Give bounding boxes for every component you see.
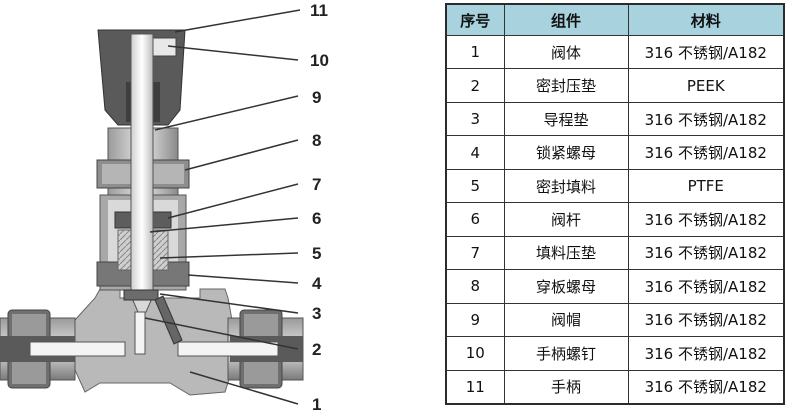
row-component: 密封压垫 xyxy=(503,68,629,103)
header-material: 材料 xyxy=(627,3,785,36)
row-component: 手柄 xyxy=(503,369,629,405)
row-component: 锁紧螺母 xyxy=(503,135,629,170)
stem xyxy=(130,33,154,313)
row-material: 316 不锈钢/A182 xyxy=(627,235,785,271)
header-index: 序号 xyxy=(445,3,505,36)
row-component: 阀杆 xyxy=(503,202,629,237)
callout-labels: 11 10 9 8 7 6 5 4 3 2 1 xyxy=(310,1,329,411)
header-component: 组件 xyxy=(503,3,629,36)
row-index: 10 xyxy=(445,336,505,371)
callout-9: 9 xyxy=(312,88,321,107)
row-index: 9 xyxy=(445,302,505,338)
row-index: 2 xyxy=(445,68,505,103)
right-tube-fitting xyxy=(177,309,304,389)
callout-5: 5 xyxy=(312,244,321,263)
row-index: 1 xyxy=(445,34,505,70)
row-component: 阀帽 xyxy=(503,302,629,338)
callout-4: 4 xyxy=(312,274,322,293)
row-component: 密封填料 xyxy=(503,168,629,204)
row-component: 导程垫 xyxy=(503,101,629,137)
callout-11: 11 xyxy=(310,1,328,20)
row-index: 3 xyxy=(445,101,505,137)
callout-1: 1 xyxy=(312,395,321,411)
row-index: 4 xyxy=(445,135,505,170)
row-material: 316 不锈钢/A182 xyxy=(627,336,785,371)
row-material: PTFE xyxy=(627,168,785,204)
row-material: 316 不锈钢/A182 xyxy=(627,369,785,405)
row-index: 6 xyxy=(445,202,505,237)
callout-3: 3 xyxy=(312,304,321,323)
row-component: 手柄螺钉 xyxy=(503,336,629,371)
row-index: 8 xyxy=(445,269,505,304)
seat-gasket xyxy=(123,289,159,301)
flow-passage xyxy=(134,295,183,355)
row-material: PEEK xyxy=(627,68,785,103)
row-index: 7 xyxy=(445,235,505,271)
row-material: 316 不锈钢/A182 xyxy=(627,302,785,338)
callout-2: 2 xyxy=(312,340,321,359)
table-header-row: 序号 组件 材料 xyxy=(445,3,785,36)
row-material: 316 不锈钢/A182 xyxy=(627,101,785,137)
row-material: 316 不锈钢/A182 xyxy=(627,135,785,170)
row-index: 5 xyxy=(445,168,505,204)
row-material: 316 不锈钢/A182 xyxy=(627,202,785,237)
callout-10: 10 xyxy=(310,51,329,70)
row-component: 阀体 xyxy=(503,34,629,70)
row-material: 316 不锈钢/A182 xyxy=(627,34,785,70)
leader-lines xyxy=(144,9,301,405)
callout-8: 8 xyxy=(312,131,321,150)
row-component: 填料压垫 xyxy=(503,235,629,271)
callout-6: 6 xyxy=(312,209,321,228)
left-tube-fitting xyxy=(0,309,126,389)
callout-7: 7 xyxy=(312,175,321,194)
row-index: 11 xyxy=(445,369,505,405)
row-component: 穿板螺母 xyxy=(503,269,629,304)
valve-cross-section-diagram: 11 10 9 8 7 6 5 4 3 2 1 xyxy=(0,1,329,411)
row-material: 316 不锈钢/A182 xyxy=(627,269,785,304)
